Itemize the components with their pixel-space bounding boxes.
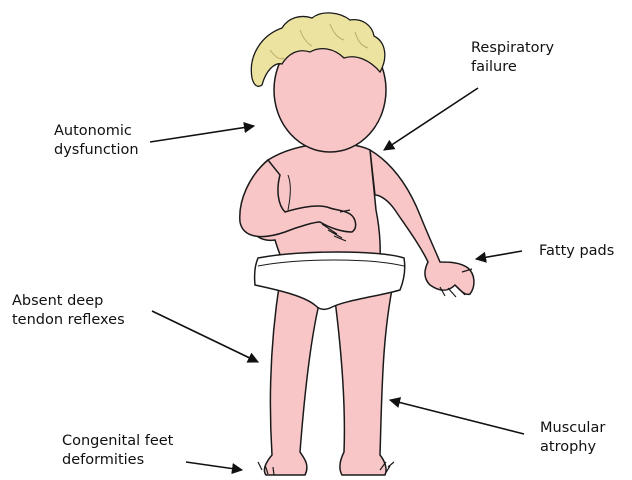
label-absent-reflexes: Absent deep tendon reflexes [12, 292, 125, 330]
label-autonomic-dysfunction: Autonomic dysfunction [54, 122, 139, 160]
arrow-fatty-pads [476, 251, 522, 259]
label-feet-deformities: Congenital feet deformities [62, 432, 173, 470]
arrow-autonomic [150, 126, 254, 142]
label-fatty-pads: Fatty pads [539, 242, 614, 261]
left-leg [264, 280, 320, 475]
label-muscular-atrophy: Muscular atrophy [540, 419, 605, 457]
arrow-respiratory [384, 88, 478, 150]
arrow-reflexes [152, 311, 258, 362]
arrow-atrophy [390, 400, 524, 434]
label-respiratory-failure: Respiratory failure [471, 39, 554, 77]
arrow-feet [186, 462, 242, 470]
